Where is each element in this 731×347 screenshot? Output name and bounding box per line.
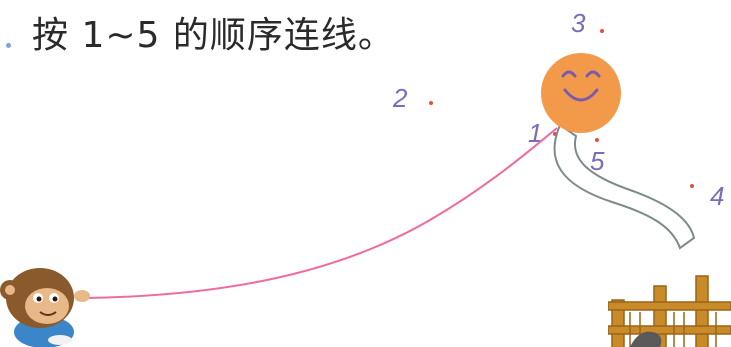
bullet-dot xyxy=(6,43,11,48)
point-label-4: 4 xyxy=(710,181,725,211)
point-label-5: 5 xyxy=(590,146,605,176)
point-label-3: 3 xyxy=(571,8,586,38)
point-dot-3[interactable] xyxy=(600,29,604,33)
wooden-fence-icon xyxy=(608,275,731,347)
point-dot-4[interactable] xyxy=(690,184,694,188)
point-dot-1[interactable] xyxy=(553,132,557,136)
monkey-character-icon xyxy=(0,268,90,347)
point-label-1: 1 xyxy=(528,118,543,148)
point-label-2: 2 xyxy=(393,83,408,113)
point-dot-5[interactable] xyxy=(595,138,599,142)
instruction-text: 按 1~5 的顺序连线。 xyxy=(32,15,395,56)
point-dot-2[interactable] xyxy=(429,101,433,105)
sun-face-kite-icon xyxy=(541,53,621,133)
